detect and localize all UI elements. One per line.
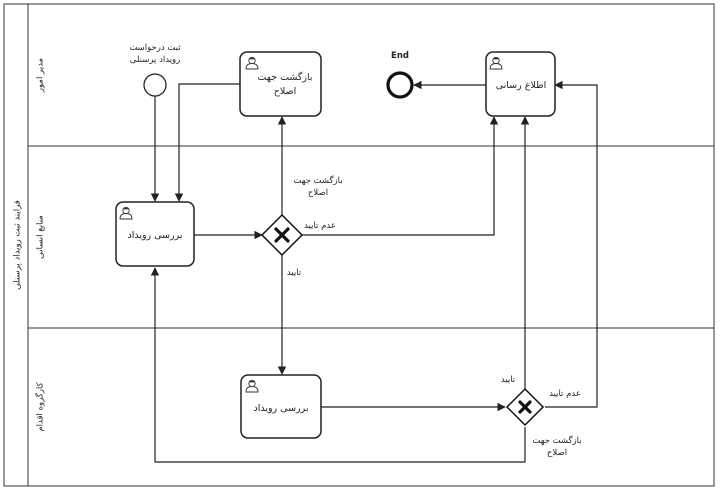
lane-label-hr: منابع انسانی	[36, 215, 46, 259]
flow-gateway2-to-review[interactable]	[150, 267, 526, 463]
label-gw1-down: تایید	[287, 268, 302, 278]
label-gw2-down-1: بازگشت جهت	[532, 435, 581, 446]
task-review-committee-label: بررسی رویداد	[253, 403, 308, 414]
pool-label: فرایند ثبت رویداد پرسنلی	[13, 200, 23, 290]
lane-label-manager: مدیر امور	[36, 58, 46, 93]
label-gw1-right: عدم تایید	[304, 221, 336, 231]
start-event[interactable]	[143, 73, 167, 97]
flow-gateway1-to-inform[interactable]	[302, 116, 499, 236]
flow-gateway2-reject-to-inform[interactable]	[545, 80, 598, 408]
label-gw2-right: عدم تایید	[549, 389, 581, 399]
exclusive-gateway-1[interactable]	[260, 213, 304, 257]
flow-labels: بازگشت جهت اصلاح عدم تایید تایید تایید ع…	[287, 175, 582, 458]
label-gw1-up-1: بازگشت جهت	[293, 175, 342, 186]
task-return-correction[interactable]: بازگشت جهت اصلاح	[239, 51, 322, 117]
start-event-label-2: رویداد پرسنلی	[130, 55, 181, 65]
task-inform-label: اطلاع رسانی	[496, 80, 547, 91]
task-review-hr-label: بررسی رویداد	[127, 230, 182, 241]
lane-label-committee: کارگروه اقدام	[35, 381, 46, 431]
task-return-label-2: اصلاح	[274, 86, 297, 97]
start-event-label-1: ثبت درخواست	[129, 43, 181, 53]
flow-return-to-review[interactable]	[174, 83, 240, 202]
label-gw2-down-2: اصلاح	[547, 448, 567, 458]
lane-labels: مدیر امور منابع انسانی کارگروه اقدام	[35, 58, 46, 432]
end-event-label: End	[391, 51, 409, 61]
exclusive-gateway-2[interactable]	[505, 387, 545, 427]
end-event[interactable]	[386, 71, 414, 99]
task-return-label-1: بازگشت جهت	[257, 71, 312, 83]
label-gw2-up: تایید	[501, 375, 516, 385]
label-gw1-up-2: اصلاح	[308, 188, 328, 198]
task-inform[interactable]: اطلاع رسانی	[485, 51, 556, 117]
pool: فرایند ثبت رویداد پرسنلی	[3, 3, 715, 487]
sequence-flows	[150, 80, 598, 463]
task-review-hr[interactable]: بررسی رویداد	[115, 201, 195, 267]
task-review-committee[interactable]: بررسی رویداد	[240, 374, 322, 439]
